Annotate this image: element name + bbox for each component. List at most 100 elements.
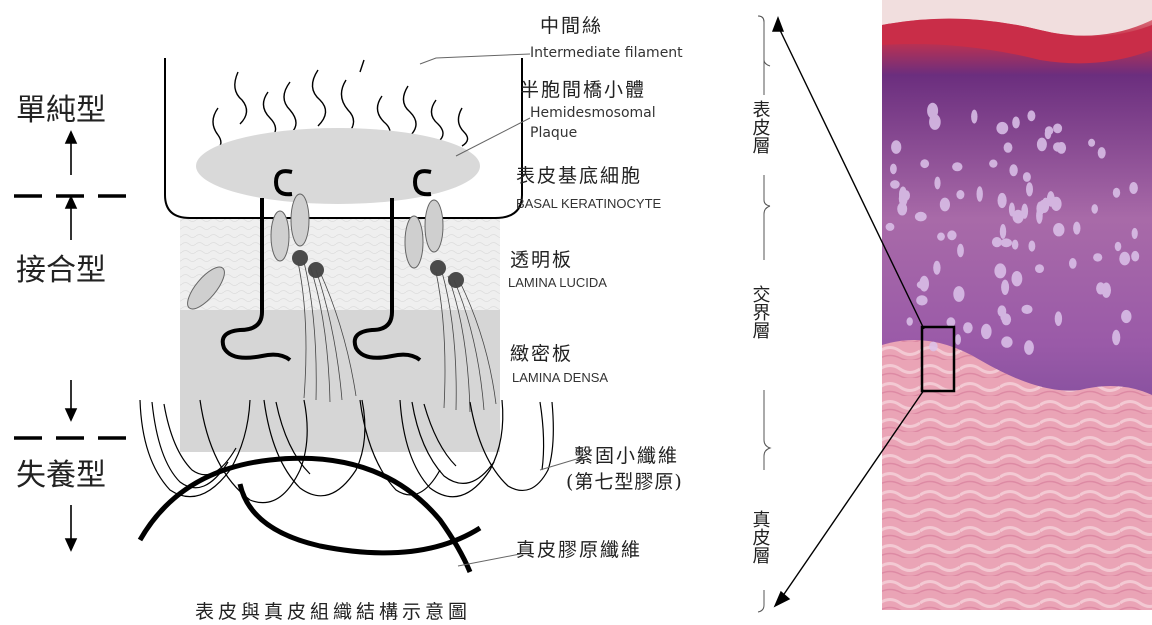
cell-nucleus xyxy=(947,230,956,240)
label-collagen-zh: 真皮膠原纖維 xyxy=(516,539,642,561)
type-label-dystrophic: 失養型 xyxy=(16,458,106,493)
label-basal-zh: 表皮基底細胞 xyxy=(516,165,642,187)
layer-label-epidermis: 表皮層 xyxy=(750,100,771,154)
cell-nucleus xyxy=(1001,280,1009,295)
label-lucida-en: LAMINA LUCIDA xyxy=(508,275,607,290)
layer-label-bmz: 交界層 xyxy=(750,285,771,339)
cell-nucleus xyxy=(915,212,927,222)
label-hemi-en-2: Plaque xyxy=(530,125,577,141)
arrow-down-icon xyxy=(66,409,76,420)
cell-nucleus xyxy=(890,180,900,189)
label-densa-zh: 緻密板 xyxy=(510,343,573,365)
label-densa-en: LAMINA DENSA xyxy=(512,370,608,385)
cell-nucleus xyxy=(916,295,927,305)
cell-nucleus xyxy=(886,223,895,231)
arrow-up-icon xyxy=(66,132,76,143)
cell-nucleus xyxy=(977,186,983,201)
label-intermediate-en: Intermediate filament xyxy=(530,45,683,61)
cell-nucleus xyxy=(963,322,973,333)
dermal-collagen-fibers xyxy=(140,458,480,572)
cell-nucleus xyxy=(998,193,1007,208)
cell-nucleus xyxy=(996,122,1008,134)
label-lucida-zh: 透明板 xyxy=(510,249,573,271)
cell-nucleus xyxy=(1121,310,1131,323)
label-hemi-zh: 半胞間橋小體 xyxy=(520,79,646,101)
cell-nucleus xyxy=(994,263,1006,278)
cell-nucleus xyxy=(1001,336,1012,347)
cell-nucleus xyxy=(1024,340,1034,355)
cell-nucleus xyxy=(934,177,940,190)
cell-nucleus xyxy=(1035,264,1044,273)
cell-nucleus xyxy=(1045,129,1052,139)
cell-nucleus xyxy=(929,342,938,352)
cell-nucleus xyxy=(1023,172,1031,182)
cell-nucleus xyxy=(1053,123,1062,133)
arrowhead-bottom-icon xyxy=(775,592,789,606)
cell-nucleus xyxy=(957,244,964,258)
cell-nucleus xyxy=(1055,311,1062,326)
cell-nucleus xyxy=(981,324,992,339)
cell-nucleus xyxy=(1131,251,1139,262)
type-label-junctional: 接合型 xyxy=(16,253,106,288)
cell-nucleus xyxy=(953,286,964,302)
layer-label-dermis: 真皮層 xyxy=(750,510,771,564)
hemidesmosomal-plaque xyxy=(196,128,480,204)
cell-nucleus xyxy=(1088,139,1095,147)
cell-nucleus xyxy=(920,159,929,168)
cell-nucleus xyxy=(956,190,964,199)
cell-nucleus xyxy=(919,276,929,292)
cell-nucleus xyxy=(1000,224,1006,239)
cell-nucleus xyxy=(1093,253,1102,261)
cell-nucleus xyxy=(927,103,938,119)
histology-image xyxy=(882,0,1152,625)
left-type-column: 單純型 接合型 失養型 xyxy=(14,93,126,550)
cell-nucleus xyxy=(1047,191,1055,207)
cell-nucleus xyxy=(1091,204,1098,214)
cell-nucleus xyxy=(1026,182,1033,196)
cell-nucleus xyxy=(1132,228,1138,239)
cell-nucleus xyxy=(940,198,950,212)
label-anchoring-zh: 繫固小纖維 xyxy=(574,445,679,467)
cell-nucleus xyxy=(1004,142,1013,152)
cell-nucleus xyxy=(1113,188,1120,198)
arrow-down-icon xyxy=(66,539,76,550)
cell-nucleus xyxy=(952,162,962,171)
arrowhead-top-icon xyxy=(773,18,783,31)
cell-nucleus xyxy=(1129,182,1138,194)
cell-nucleus xyxy=(1029,241,1036,252)
cell-nucleus xyxy=(907,317,913,326)
cell-nucleus xyxy=(1119,252,1130,266)
cell-nucleus xyxy=(1000,313,1009,322)
cell-nucleus xyxy=(1027,110,1035,121)
cell-nucleus xyxy=(1012,240,1019,250)
cell-nucleus xyxy=(1098,147,1106,158)
dashed-boundary xyxy=(14,196,126,438)
cell-nucleus xyxy=(955,334,961,345)
cell-nucleus xyxy=(891,140,901,154)
cell-nucleus xyxy=(1102,283,1111,298)
cell-nucleus xyxy=(1036,208,1043,224)
cell-nucleus xyxy=(1009,164,1017,176)
cell-nucleus xyxy=(1053,223,1064,236)
cell-nucleus xyxy=(1069,258,1077,269)
cell-nucleus xyxy=(1053,142,1063,151)
cell-nucleus xyxy=(1022,305,1033,314)
cell-nucleus xyxy=(937,233,945,241)
cell-nucleus xyxy=(899,187,907,203)
cell-nucleus xyxy=(1001,238,1012,247)
type-label-simple: 單純型 xyxy=(16,93,106,128)
cell-nucleus xyxy=(1012,271,1023,286)
label-anchoring-sub: (第七型膠原) xyxy=(566,471,683,493)
cell-nucleus xyxy=(890,164,897,175)
cell-nucleus xyxy=(989,160,997,168)
label-basal-en: BASAL KERATINOCYTE xyxy=(516,196,662,211)
cell-nucleus xyxy=(1012,117,1020,129)
cell-nucleus xyxy=(1073,222,1080,235)
cell-nucleus xyxy=(1013,210,1024,224)
cell-nucleus xyxy=(933,261,940,275)
figure-caption: 表皮與真皮組織結構示意圖 xyxy=(195,601,471,623)
arrow-up-icon xyxy=(66,197,76,208)
cell-nucleus xyxy=(992,237,1002,247)
